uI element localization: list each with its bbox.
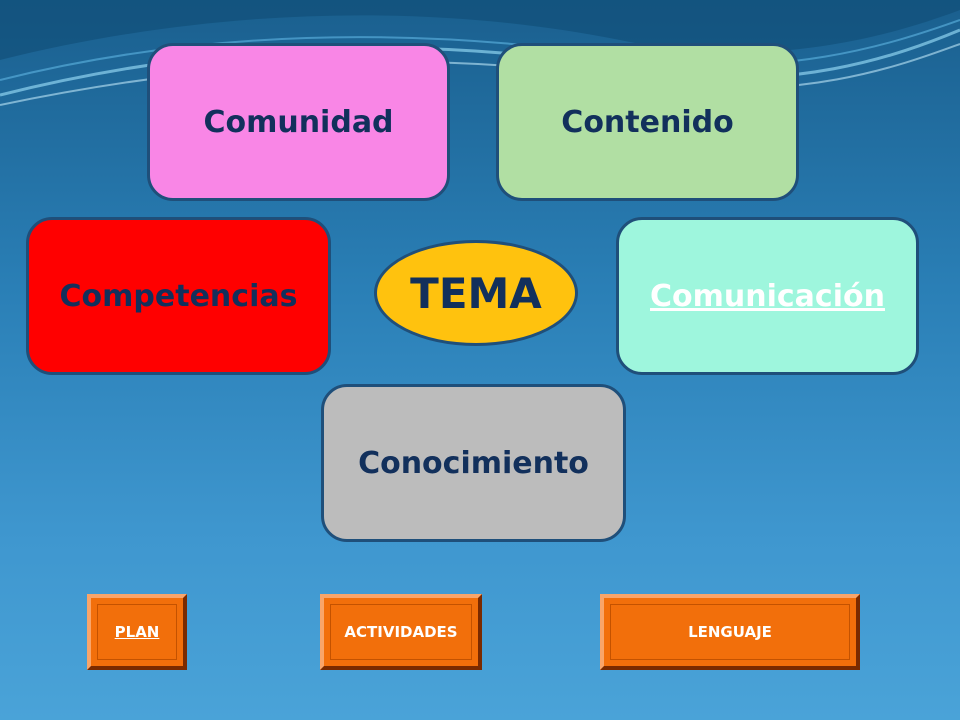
contenido-label: Contenido bbox=[561, 104, 734, 140]
conocimiento-label: Conocimiento bbox=[358, 445, 589, 481]
actividades-button-face[interactable]: ACTIVIDADES bbox=[330, 604, 472, 660]
background-swoosh bbox=[0, 0, 960, 106]
tema-label: TEMA bbox=[410, 268, 542, 318]
comunidad-label: Comunidad bbox=[203, 104, 394, 140]
contenido-box: Contenido bbox=[496, 43, 799, 201]
lenguaje-button[interactable]: LENGUAJE bbox=[600, 594, 860, 670]
actividades-button[interactable]: ACTIVIDADES bbox=[320, 594, 482, 670]
comunicacion-box[interactable]: Comunicación bbox=[616, 217, 919, 375]
comunicacion-link[interactable]: Comunicación bbox=[650, 278, 885, 314]
conocimiento-box: Conocimiento bbox=[321, 384, 626, 542]
plan-button-face[interactable]: PLAN bbox=[97, 604, 177, 660]
competencias-label: Competencias bbox=[59, 278, 298, 314]
actividades-label: ACTIVIDADES bbox=[344, 623, 458, 641]
tema-ellipse: TEMA bbox=[374, 240, 578, 346]
plan-link[interactable]: PLAN bbox=[114, 623, 160, 641]
comunidad-box: Comunidad bbox=[147, 43, 450, 201]
lenguaje-label: LENGUAJE bbox=[688, 623, 772, 641]
lenguaje-button-face[interactable]: LENGUAJE bbox=[610, 604, 850, 660]
competencias-box: Competencias bbox=[26, 217, 331, 375]
plan-button[interactable]: PLAN bbox=[87, 594, 187, 670]
